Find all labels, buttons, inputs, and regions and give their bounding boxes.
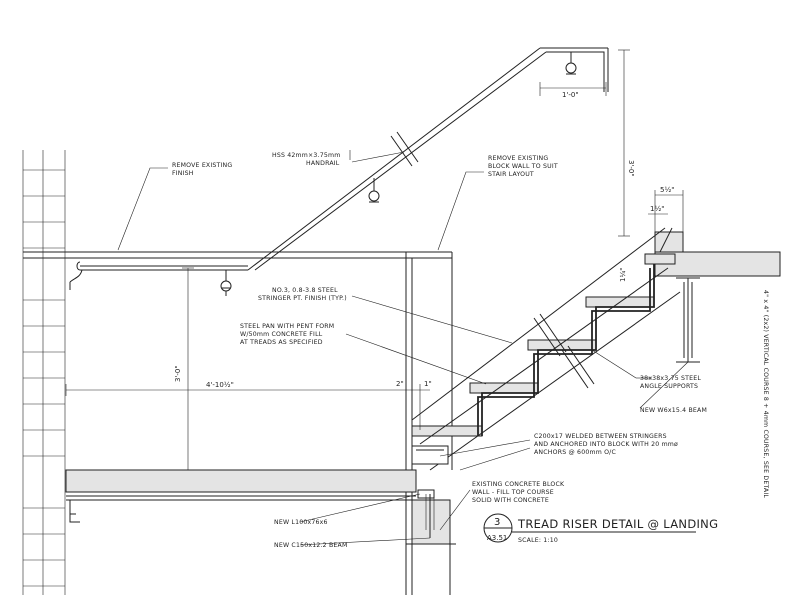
rail-height-dim-text: 3'-0": [627, 160, 635, 177]
detail-title: TREAD RISER DETAIL @ LANDING: [517, 517, 718, 531]
note-steel-pan-line: STEEL PAN WITH PENT FORM: [240, 323, 334, 330]
rail-height-dimension: [618, 49, 630, 237]
tread-3: [527, 339, 597, 351]
note-new-channel: NEW C150x12.2 BEAM: [274, 542, 347, 549]
note-stringer-line: STRINGER PT. FINISH (TYP.): [258, 295, 347, 302]
tread-1: [411, 425, 483, 437]
existing-handrail: [69, 261, 248, 296]
sloped-handrail: [247, 47, 609, 271]
note-remove-block-line: STAIR LAYOUT: [488, 171, 534, 178]
note-remove-finish: REMOVE EXISTING FINISH: [172, 162, 235, 177]
upper-landing-slab: [654, 251, 781, 277]
sheet-number: A3.51: [487, 534, 507, 542]
note-new-beam: NEW W6x15.4 BEAM: [640, 407, 707, 414]
tread-dimensions: [648, 190, 684, 232]
note-stringer-line: NO.3, 0.8-3.8 STEEL: [272, 287, 338, 294]
landing-height-dim-text: 3'-0": [174, 365, 182, 382]
note-existing-block-line: WALL - FILL TOP COURSE: [472, 489, 554, 496]
note-side-vertical: 4" x 4" (2x2) VERTICAL COURSE 8 + 4mm CO…: [762, 290, 769, 498]
note-handrail-line: HSS 42mm×3.75mm: [272, 152, 340, 159]
note-welded-line: C200x17 WELDED BETWEEN STRINGERS: [534, 433, 667, 440]
title-block: 3 A3.51 TREAD RISER DETAIL @ LANDING SCA…: [483, 513, 718, 544]
stringer: [411, 227, 681, 471]
note-remove-block-line: BLOCK WALL TO SUIT: [488, 163, 558, 170]
upper-floor-lines: [23, 251, 452, 259]
note-welded-line: ANCHORS @ 600mm O/C: [534, 448, 616, 456]
note-welded: C200x17 WELDED BETWEEN STRINGERS AND ANC…: [534, 433, 680, 456]
tread-5: [644, 253, 676, 265]
detail-number: 3: [494, 517, 500, 528]
riser-small-dim-text: 1¼": [619, 268, 627, 282]
note-steel-pan: STEEL PAN WITH PENT FORM W/50mm CONCRETE…: [240, 323, 337, 346]
landing-width-dim-text: 4'-10½": [206, 381, 234, 389]
stair-treads: [411, 253, 676, 437]
left-block-wall: [22, 150, 66, 595]
note-remove-finish-line: FINISH: [172, 170, 194, 177]
gap2-dim-text: 1": [424, 380, 432, 388]
detail-scale: SCALE: 1:10: [518, 537, 558, 544]
note-stringer: NO.3, 0.8-3.8 STEEL STRINGER PT. FINISH …: [258, 287, 347, 302]
note-new-angle: NEW L100x76x6: [274, 519, 328, 526]
note-existing-block-line: SOLID WITH CONCRETE: [472, 497, 549, 504]
note-existing-block-line: EXISTING CONCRETE BLOCK: [472, 481, 565, 488]
landing-edge-steel: [411, 445, 449, 499]
handrail-extension-dimension: [539, 82, 607, 96]
note-angle-supports: 38x38x3.75 STEEL ANGLE SUPPORTS: [640, 375, 703, 390]
block-pier: [406, 494, 456, 595]
tread-nosing-dim-text: 1½": [650, 205, 664, 213]
gap1-dim-text: 2": [396, 380, 404, 388]
tread-top-dim-text: 5½": [660, 186, 674, 194]
note-handrail: HSS 42mm×3.75mm HANDRAIL: [272, 152, 343, 167]
leaders: [117, 150, 689, 546]
note-angle-supports-line: ANGLE SUPPORTS: [640, 383, 698, 390]
note-steel-pan-line: W/50mm CONCRETE FILL: [240, 331, 323, 338]
note-welded-line: AND ANCHORED INTO BLOCK WITH 20 mmø: [534, 441, 678, 448]
note-angle-supports-line: 38x38x3.75 STEEL: [640, 375, 701, 382]
handrail-extension-dim-text: 1'-0": [562, 91, 579, 99]
landing-height-dimension: [182, 267, 194, 471]
note-remove-block-line: REMOVE EXISTING: [488, 155, 548, 162]
lower-landing-slab: [65, 469, 417, 493]
note-remove-block: REMOVE EXISTING BLOCK WALL TO SUIT STAIR…: [488, 155, 560, 178]
landing-width-dimension: [65, 384, 430, 470]
note-steel-pan-line: AT TREADS AS SPECIFIED: [240, 339, 323, 346]
lower-slab-edges: [66, 495, 416, 523]
note-handrail-line: HANDRAIL: [306, 160, 340, 167]
note-existing-block: EXISTING CONCRETE BLOCK WALL - FILL TOP …: [472, 481, 566, 504]
w-beam: [676, 277, 700, 363]
note-remove-finish-line: REMOVE EXISTING: [172, 162, 232, 169]
